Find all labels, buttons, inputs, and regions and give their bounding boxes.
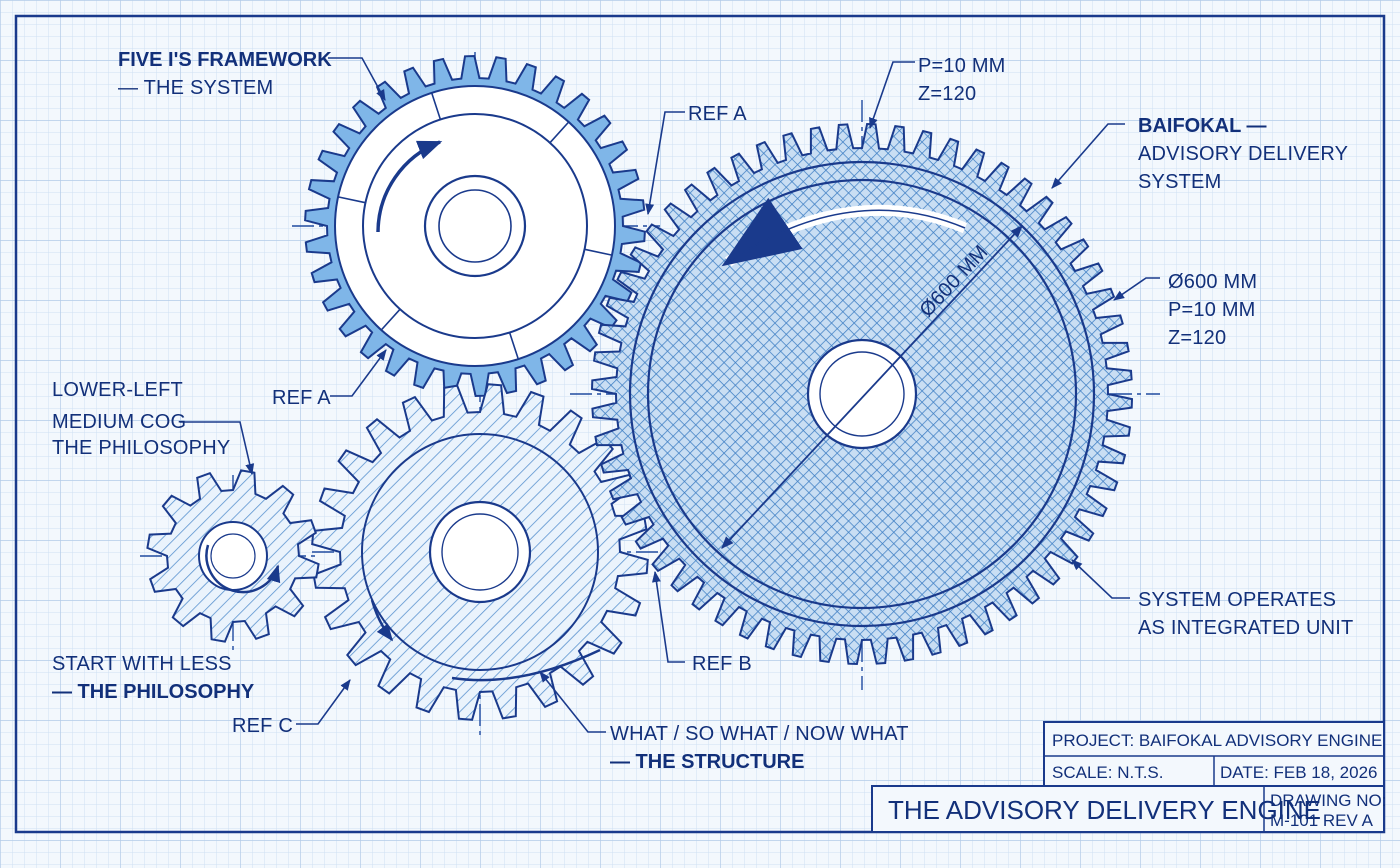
five-is-subtitle: — THE SYSTEM bbox=[118, 77, 273, 99]
gear-top-segment-divider bbox=[337, 196, 366, 204]
gear-top-bore bbox=[438, 189, 512, 263]
title-block-scale: SCALE: N.T.S. bbox=[1052, 763, 1163, 782]
ref-a-top-label: REF A bbox=[688, 103, 747, 125]
annotation-labels: FIVE I'S FRAMEWORK — THE SYSTEM REF A RE… bbox=[52, 49, 1353, 773]
start-line2: — THE PHILOSOPHY bbox=[52, 681, 255, 703]
gear-top-segment-divider bbox=[380, 308, 401, 331]
big-gear-spec-z: Z=120 bbox=[918, 83, 976, 105]
drawing-border bbox=[14, 14, 1386, 834]
ref-a-bottom-label: REF A bbox=[272, 387, 331, 409]
lower-left-line1: LOWER-LEFT bbox=[52, 379, 183, 401]
gear-top-inner-ring bbox=[362, 113, 588, 339]
gear-mid-pitch-ring bbox=[361, 433, 599, 671]
start-with-less-gear bbox=[146, 469, 320, 643]
lower-left-line3: THE PHILOSOPHY bbox=[52, 437, 230, 459]
dia-line3: Z=120 bbox=[1168, 327, 1226, 349]
start-line1: START WITH LESS bbox=[52, 653, 232, 675]
gear-small-bore bbox=[210, 533, 256, 579]
dia-line1: Ø600 MM bbox=[1168, 271, 1257, 293]
gear-big-bore bbox=[819, 351, 905, 437]
ref-c-label: REF C bbox=[232, 715, 293, 737]
leader-lines bbox=[180, 57, 1160, 733]
what-line2: — THE STRUCTURE bbox=[610, 751, 804, 773]
rotation-arrow-top bbox=[376, 140, 443, 233]
what-line1: WHAT / SO WHAT / NOW WHAT bbox=[610, 723, 909, 745]
title-block-drawing-no-label: DRAWING NO: bbox=[1270, 791, 1386, 810]
rotation-arrow-mid-bottom bbox=[451, 648, 601, 682]
five-is-title: FIVE I'S FRAMEWORK bbox=[118, 49, 332, 71]
gear-top-segment-divider bbox=[430, 92, 442, 120]
gear-top-segment-divider bbox=[549, 121, 570, 144]
baifokal-line3: SYSTEM bbox=[1138, 171, 1221, 193]
title-block-title: THE ADVISORY DELIVERY ENGINE bbox=[888, 795, 1321, 825]
gear-mid-bore bbox=[441, 513, 519, 591]
baifokal-engine-gear bbox=[590, 122, 1134, 666]
gear-top-segment-divider bbox=[584, 248, 613, 256]
title-block: PROJECT: BAIFOKAL ADVISORY ENGINE SCALE:… bbox=[871, 721, 1386, 833]
what-so-what-now-what-gear bbox=[311, 383, 649, 721]
rotation-arrow-mid-left bbox=[370, 599, 394, 642]
big-gear-spec-p: P=10 MM bbox=[918, 55, 1006, 77]
title-block-project: PROJECT: BAIFOKAL ADVISORY ENGINE bbox=[1052, 731, 1382, 750]
gear-big-inner-ring bbox=[646, 178, 1078, 610]
system-line1: SYSTEM OPERATES bbox=[1138, 589, 1336, 611]
system-line2: AS INTEGRATED UNIT bbox=[1138, 617, 1353, 639]
baifokal-title: BAIFOKAL — bbox=[1138, 115, 1267, 137]
ref-b-label: REF B bbox=[692, 653, 752, 675]
title-block-date: DATE: FEB 18, 2026 bbox=[1220, 763, 1377, 782]
gear-big-outer-ring bbox=[628, 160, 1096, 628]
five-is-framework-gear bbox=[304, 54, 646, 398]
gear-top-segment-divider bbox=[508, 332, 520, 360]
rotation-arrow-small bbox=[205, 544, 281, 594]
dia-line2: P=10 MM bbox=[1168, 299, 1256, 321]
baifokal-line2: ADVISORY DELIVERY bbox=[1138, 143, 1348, 165]
lower-left-line2: MEDIUM COG bbox=[52, 411, 186, 433]
title-block-drawing-no-value: M-101 REV A bbox=[1270, 811, 1374, 830]
